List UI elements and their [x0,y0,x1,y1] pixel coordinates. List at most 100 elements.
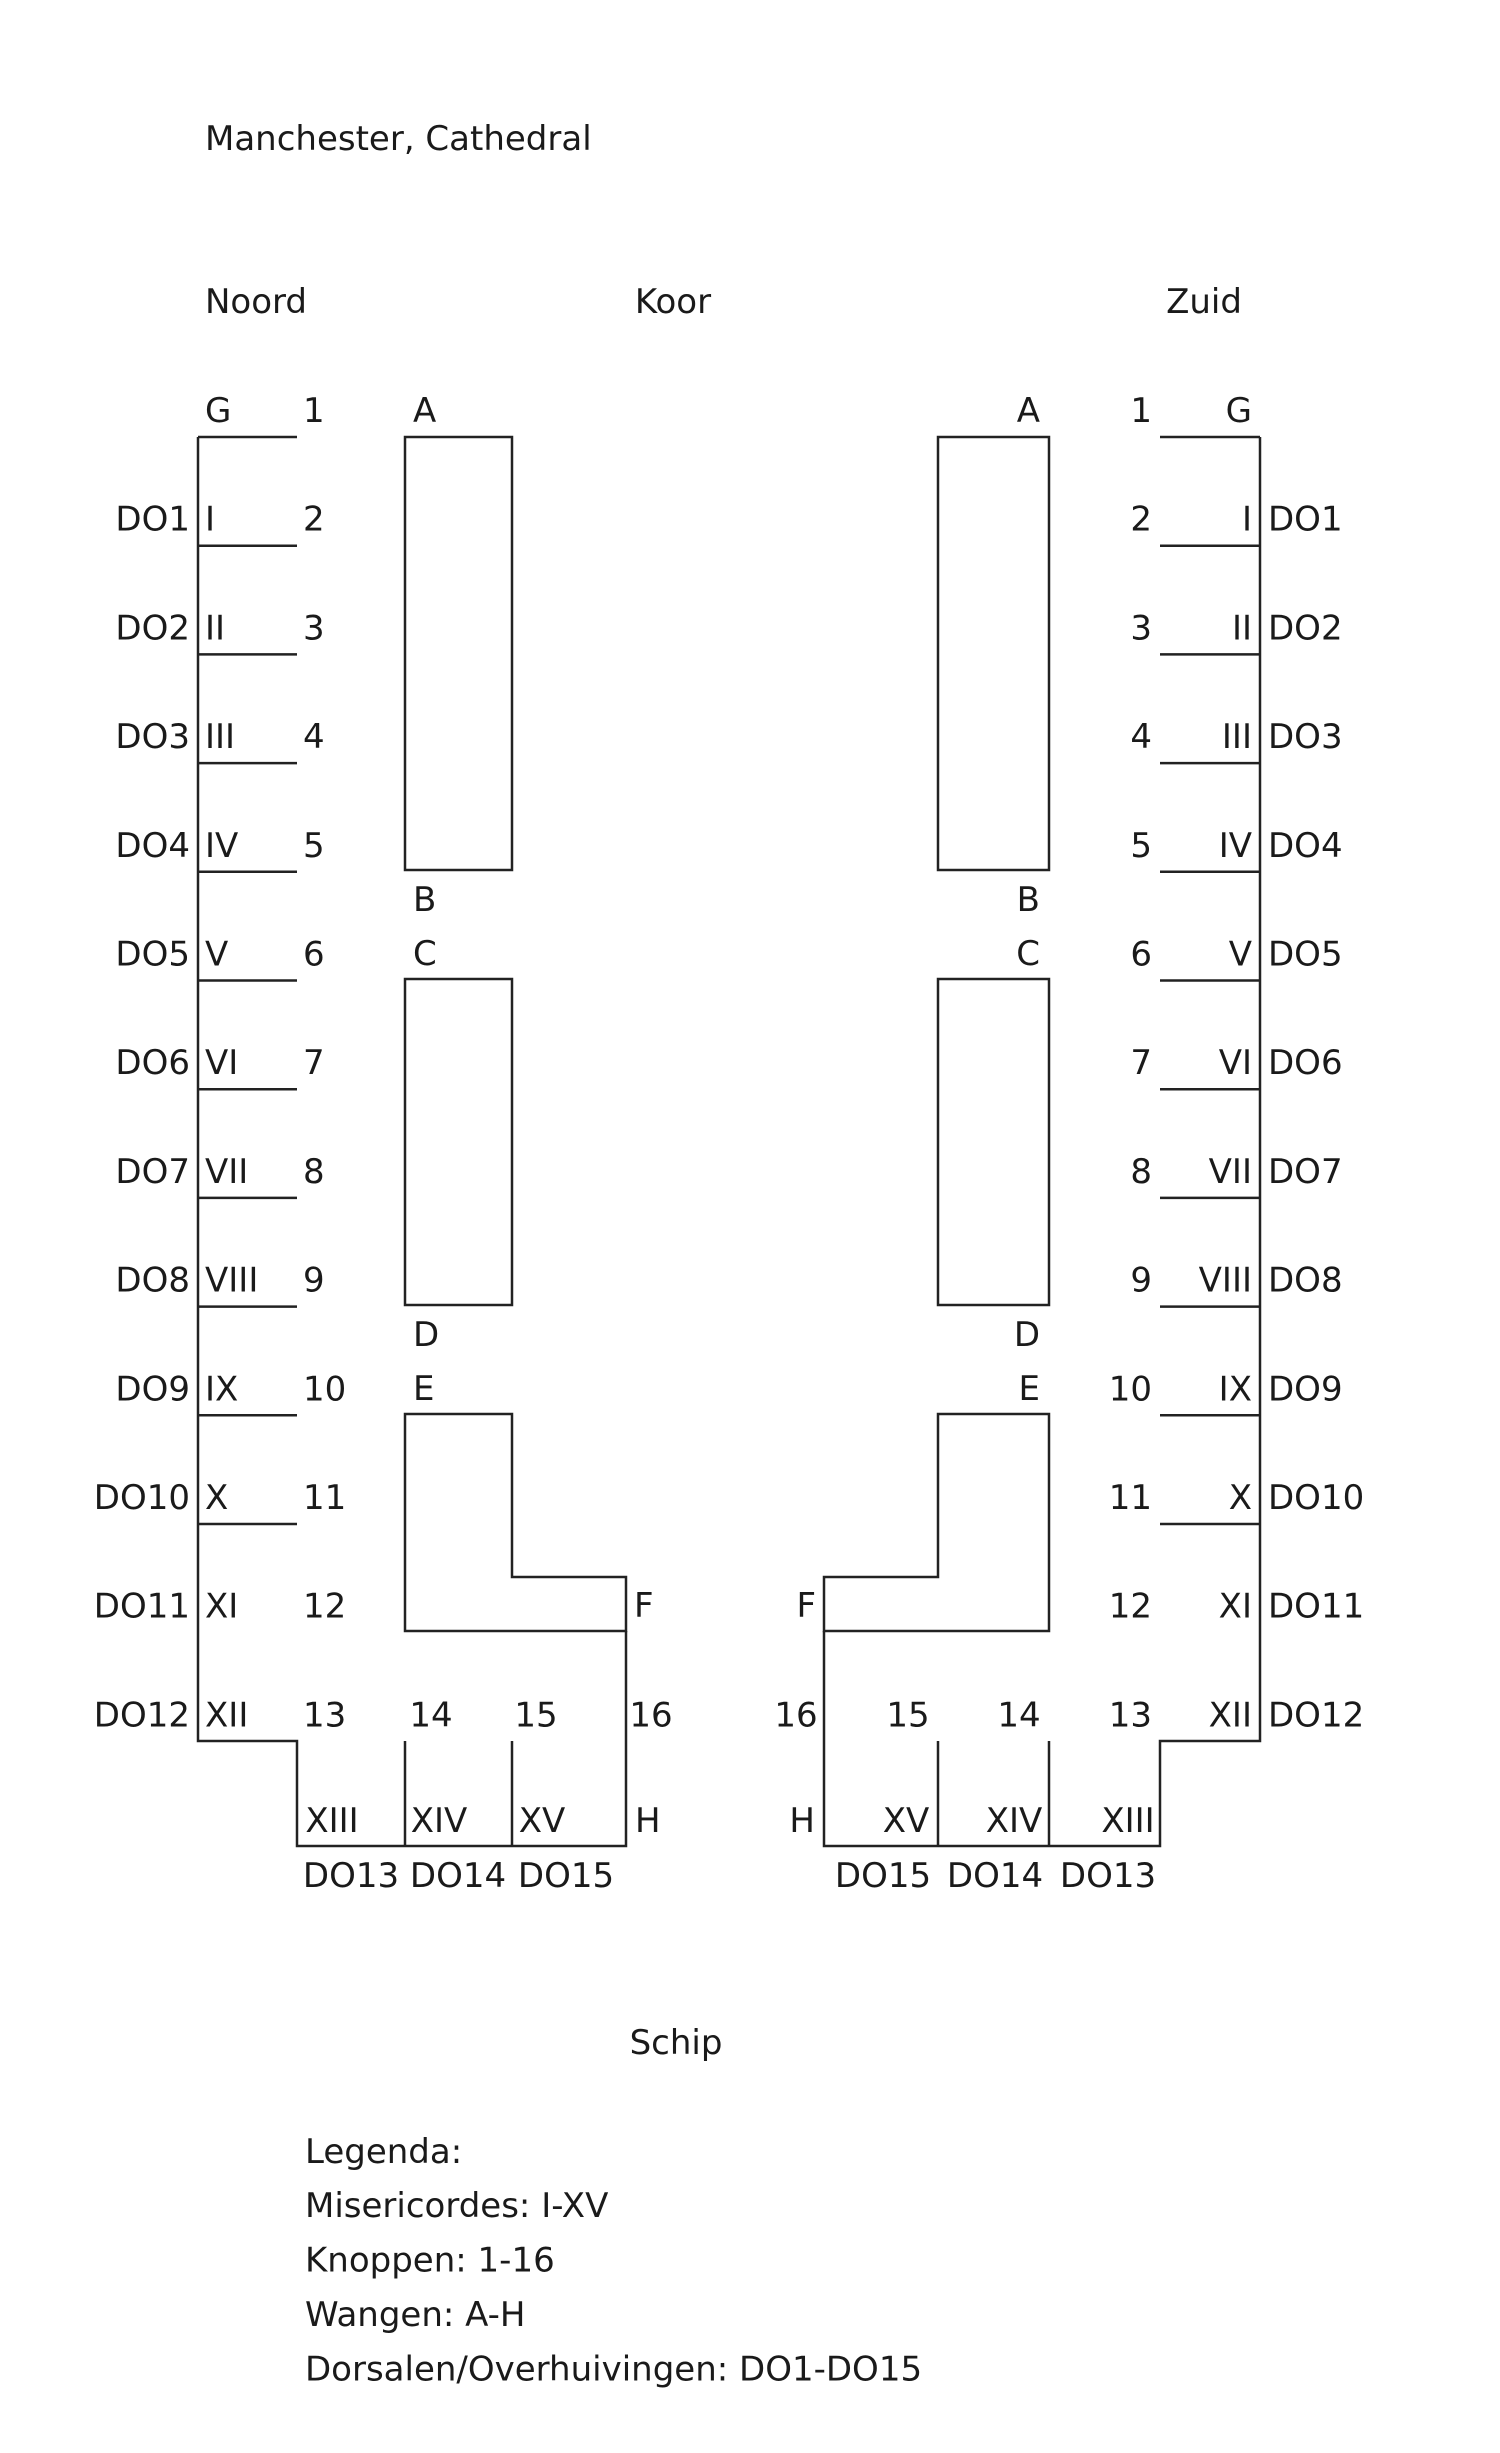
south-dorsal-label: DO11 [1268,1587,1364,1627]
south-misericorde-label: VI [1219,1043,1252,1083]
south-dorsal-label: DO3 [1268,717,1343,757]
south-knop-label: 5 [1130,826,1152,866]
legend-heading: Legenda: [305,2132,462,2172]
south-dorsal-label: DO9 [1268,1369,1343,1409]
south-knop-label: 3 [1130,608,1152,648]
south-misericorde-label: VIII [1199,1261,1252,1301]
north-wang-f: F [634,1586,654,1626]
north-wang-a: A [413,391,436,431]
south-wang-d: D [1014,1315,1040,1355]
north-knop-label: 2 [303,500,325,540]
south-desk-upper [936,435,1051,872]
south-knop-label: 16 [774,1695,817,1735]
south-misericorde-label: XII [1209,1695,1252,1735]
north-misericorde-label: XII [205,1695,248,1735]
north-knop-label: 13 [303,1695,346,1735]
south-wang-b: B [1017,880,1040,920]
south-knop-label: 9 [1130,1261,1152,1301]
north-desk-lower [403,1412,628,1633]
north-dorsal-label: DO7 [115,1152,190,1192]
north-knop-label: 9 [303,1261,325,1301]
south-knop-label: 8 [1130,1152,1152,1192]
north-dorsal-label: DO14 [410,1856,506,1896]
north-knop-label: 3 [303,608,325,648]
north-misericorde-label: VII [205,1152,248,1192]
south-dorsal-label: DO10 [1268,1478,1364,1518]
north-knop-label: 1 [303,391,325,431]
north-misericorde-label: I [205,500,215,540]
south-misericorde-label: V [1229,935,1252,975]
south-desk-lower [822,1412,1051,1633]
north-knop-label: 5 [303,826,325,866]
north-dorsal-label: DO10 [94,1478,190,1518]
south-knop-label: 12 [1109,1587,1152,1627]
north-knop-label: 14 [409,1695,452,1735]
north-misericorde-label: IV [205,826,238,866]
south-misericorde-label: X [1229,1478,1252,1518]
north-wang-d: D [413,1315,439,1355]
north-desk-upper [403,435,514,872]
north-misericorde-label: III [205,717,235,757]
heading-koor: Koor [635,282,711,322]
north-knop-label: 16 [629,1695,672,1735]
north-misericorde-label: XV [519,1801,566,1841]
south-dorsal-label: DO15 [835,1856,931,1896]
south-knop-label: 15 [886,1695,929,1735]
north-misericorde-label: XIV [411,1801,468,1841]
south-misericorde-label: XIV [986,1801,1043,1841]
south-wang-g: G [1226,391,1252,431]
south-misericorde-label: XV [883,1801,930,1841]
heading-schip: Schip [630,2023,723,2063]
south-wang-h: H [789,1801,815,1841]
south-desk-middle [936,977,1051,1307]
north-misericorde-label: II [205,608,225,648]
north-dorsal-label: DO9 [115,1369,190,1409]
south-knop-label: 2 [1130,500,1152,540]
south-wang-f: F [796,1586,816,1626]
north-dorsal-label: DO5 [115,935,190,975]
heading-zuid: Zuid [1166,282,1242,322]
heading-noord: Noord [205,282,307,322]
north-knop-label: 15 [514,1695,557,1735]
north-dorsal-label: DO12 [94,1695,190,1735]
south-knop-label: 11 [1109,1478,1152,1518]
north-wang-g: G [205,391,231,431]
north-misericorde-label: XIII [305,1801,358,1841]
north-knop-label: 10 [303,1369,346,1409]
north-dorsal-label: DO8 [115,1261,190,1301]
north-misericorde-label: XI [205,1587,238,1627]
south-wang-c: C [1016,934,1040,974]
south-dorsal-label: DO7 [1268,1152,1343,1192]
south-misericorde-label: IV [1219,826,1252,866]
north-knop-label: 6 [303,935,325,975]
south-dorsal-label: DO1 [1268,500,1343,540]
north-dorsal-label: DO11 [94,1587,190,1627]
north-knop-label: 7 [303,1043,325,1083]
north-knop-label: 4 [303,717,325,757]
north-dorsal-label: DO15 [518,1856,614,1896]
north-wang-e: E [413,1369,434,1409]
south-dorsal-label: DO6 [1268,1043,1343,1083]
north-misericorde-label: IX [205,1369,238,1409]
north-knop-label: 11 [303,1478,346,1518]
north-dorsal-label: DO4 [115,826,190,866]
south-misericorde-label: XIII [1101,1801,1154,1841]
south-misericorde-label: III [1222,717,1252,757]
south-misericorde-label: I [1242,500,1252,540]
south-dorsal-label: DO8 [1268,1261,1343,1301]
south-knop-label: 7 [1130,1043,1152,1083]
page-title: Manchester, Cathedral [205,119,592,159]
south-wang-a: A [1017,391,1040,431]
north-wang-b: B [413,880,436,920]
south-knop-label: 10 [1109,1369,1152,1409]
south-misericorde-label: XI [1219,1587,1252,1627]
south-dorsal-label: DO13 [1060,1856,1156,1896]
south-dorsal-label: DO14 [947,1856,1043,1896]
south-knop-label: 6 [1130,935,1152,975]
north-misericorde-label: VI [205,1043,238,1083]
south-misericorde-label: IX [1219,1369,1252,1409]
south-misericorde-label: VII [1209,1152,1252,1192]
north-knop-label: 8 [303,1152,325,1192]
